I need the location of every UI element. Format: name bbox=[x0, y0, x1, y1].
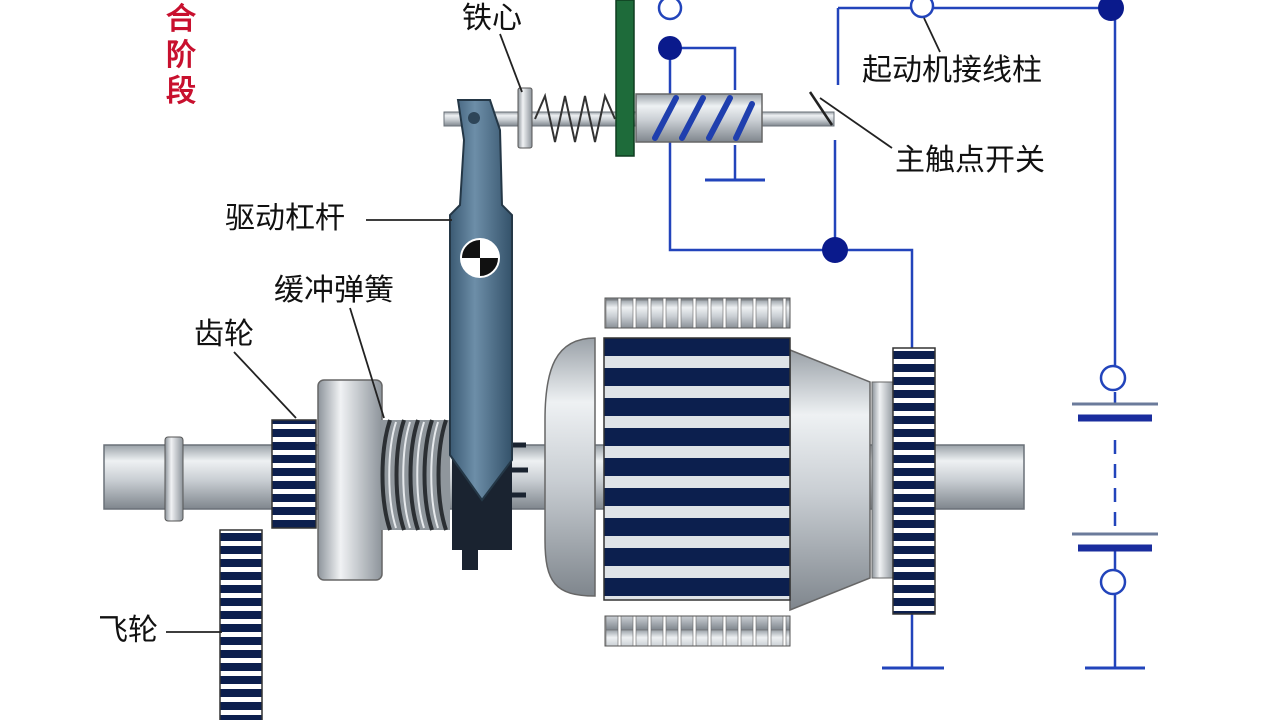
leader-terminal bbox=[923, 17, 941, 53]
stage-title-char: 合 bbox=[166, 2, 196, 37]
rear-bearing bbox=[871, 381, 895, 579]
lever-top-pin bbox=[468, 112, 480, 124]
label-leader-switch bbox=[819, 97, 893, 149]
commutator-bottom bbox=[604, 615, 791, 647]
coil-windings bbox=[652, 95, 755, 141]
battery-cell-icon bbox=[1072, 402, 1158, 552]
iron-core-plate bbox=[615, 0, 635, 157]
leader-pinion bbox=[233, 351, 297, 419]
pivot-pin-icon bbox=[460, 238, 500, 278]
junction-node-icon bbox=[658, 0, 1124, 263]
label-buffer-spring: 缓冲弹簧 bbox=[274, 273, 394, 308]
label-iron-core: 铁心 bbox=[462, 1, 522, 36]
flywheel bbox=[219, 529, 263, 720]
stage-title-char: 阶 bbox=[166, 38, 196, 73]
label-pinion-gear: 齿轮 bbox=[194, 317, 254, 352]
armature-core bbox=[603, 337, 791, 601]
drive-lever bbox=[449, 99, 513, 502]
buffer-spring bbox=[380, 419, 450, 531]
wire-coil-loop bbox=[668, 48, 914, 350]
motor-rear-gear bbox=[892, 347, 936, 615]
armature-rear-taper bbox=[789, 348, 871, 612]
stage-title-char: 段 bbox=[166, 74, 196, 109]
spring-washer bbox=[517, 87, 533, 149]
plunger-assembly bbox=[443, 0, 893, 157]
ground-symbol-icon bbox=[705, 178, 1145, 670]
label-starter-terminal: 起动机接线柱 bbox=[862, 53, 1042, 88]
pinion-gear bbox=[271, 419, 317, 529]
leader-buffer-spring bbox=[349, 307, 385, 419]
terminal-circle-icon bbox=[657, 0, 1127, 596]
label-main-contact-switch: 主触点开关 bbox=[895, 143, 1045, 178]
wire-coil-tap bbox=[670, 46, 737, 90]
label-drive-lever: 驱动杠杆 bbox=[225, 201, 345, 236]
commutator-top bbox=[604, 297, 791, 329]
armature-front-cap bbox=[544, 337, 596, 597]
label-leaders bbox=[166, 17, 941, 633]
leader-iron-core bbox=[499, 33, 523, 93]
label-flywheel: 飞轮 bbox=[98, 613, 158, 648]
return-spring bbox=[534, 92, 616, 143]
shaft-retainer-ring bbox=[164, 436, 184, 522]
clutch-housing bbox=[317, 379, 383, 581]
stage-title: 合 阶 段 bbox=[163, 2, 199, 110]
main-contact-blade bbox=[808, 91, 834, 126]
motor-armature bbox=[544, 297, 895, 647]
